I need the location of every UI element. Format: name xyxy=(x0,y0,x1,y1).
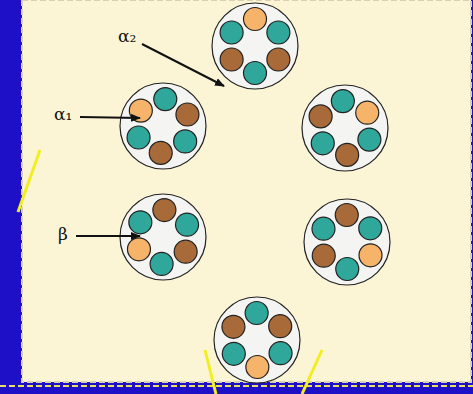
subunit-circle xyxy=(359,217,382,240)
subunit-circle xyxy=(309,105,332,128)
subunit-circle xyxy=(267,21,290,44)
complex-circle xyxy=(212,3,298,89)
leader-arrow xyxy=(142,44,224,86)
subunit-circle xyxy=(150,252,173,275)
pen-stroke xyxy=(205,350,216,394)
dashed-line xyxy=(0,385,473,387)
complex-circle xyxy=(120,83,206,169)
leader-arrow xyxy=(80,117,140,118)
subunit-circle xyxy=(245,302,268,325)
subunit-circle xyxy=(176,103,199,126)
subunit-circle xyxy=(336,257,359,280)
subunit-circle xyxy=(358,128,381,151)
subunit-circle xyxy=(269,315,292,338)
subunit-circle xyxy=(174,130,197,153)
subunit-circle xyxy=(312,244,335,267)
panel xyxy=(22,0,471,382)
leader-arrow xyxy=(76,235,140,237)
subunit-circle xyxy=(359,244,382,267)
pen-stroke xyxy=(18,150,40,212)
subunit-circle xyxy=(176,213,199,236)
subunit-circle xyxy=(127,126,150,149)
subunit-circle xyxy=(335,204,358,227)
subunit-circle xyxy=(269,342,292,365)
complex-circle xyxy=(302,85,388,171)
subunit-circle xyxy=(244,8,267,31)
subunit-label: α₁ xyxy=(54,106,72,123)
subunit-label: β xyxy=(58,226,68,243)
subunit-circle xyxy=(220,48,243,71)
subunit-circle xyxy=(220,21,243,44)
complex-circle xyxy=(304,199,390,285)
complex-circle xyxy=(214,297,300,383)
subunit-circle xyxy=(129,211,152,234)
subunit-circle xyxy=(153,199,176,222)
subunit-circle xyxy=(154,88,177,111)
subunit-circle xyxy=(244,62,267,85)
subunit-circle xyxy=(127,238,150,261)
subunit-circle xyxy=(336,143,359,166)
subunit-circle xyxy=(149,141,172,164)
pen-stroke xyxy=(302,350,322,394)
subunit-circle xyxy=(222,342,245,365)
subunit-circle xyxy=(222,315,245,338)
subunit-circle xyxy=(311,132,334,155)
subunit-circle xyxy=(246,355,269,378)
subunit-circle xyxy=(267,48,290,71)
subunit-circle xyxy=(312,217,335,240)
subunit-circle xyxy=(356,101,379,124)
subunit-label: α₂ xyxy=(118,28,136,45)
subunit-circle xyxy=(331,90,354,113)
subunit-circle xyxy=(174,240,197,263)
